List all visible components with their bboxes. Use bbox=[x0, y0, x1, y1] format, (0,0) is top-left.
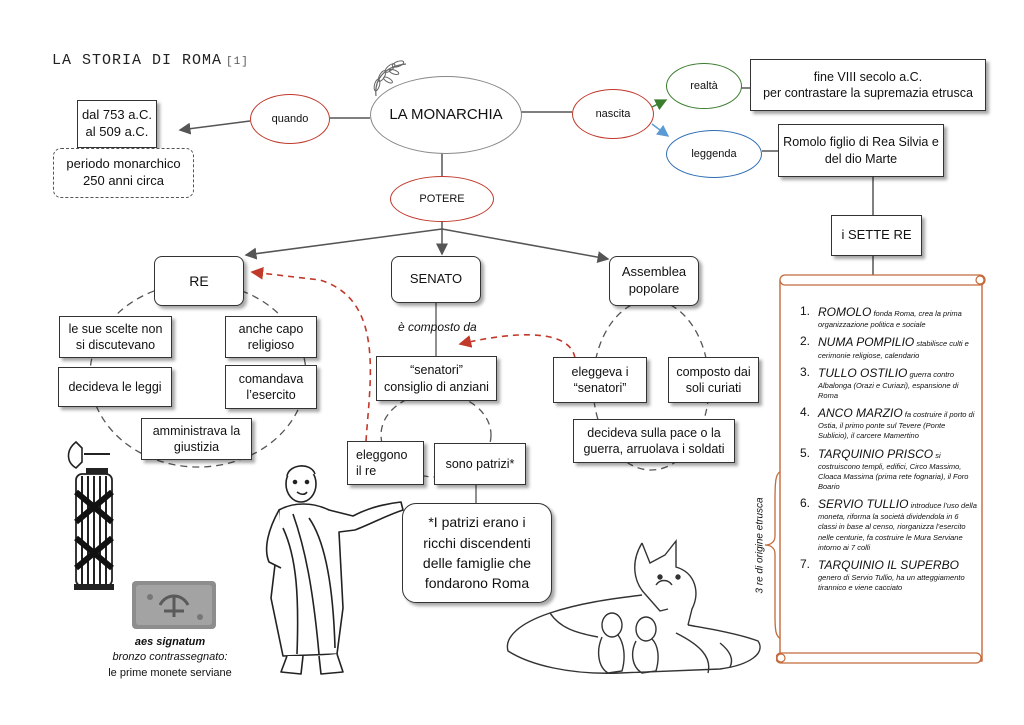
leggenda-box: Romolo figlio di Rea Silvia e del dio Ma… bbox=[778, 124, 944, 177]
curiati-box: composto dai soli curiati bbox=[668, 357, 759, 403]
assemblea-box: Assemblea popolare bbox=[609, 256, 699, 306]
king-text: TULLO OSTILIO guerra contro Albalonga (O… bbox=[818, 365, 978, 401]
king-name: TARQUINIO IL SUPERBO bbox=[818, 557, 959, 572]
center-node-monarchia: LA MONARCHIA bbox=[370, 76, 522, 154]
eleggono-box: eleggono il re bbox=[347, 441, 424, 485]
aes-signatum-image bbox=[132, 581, 216, 629]
king-description: si costruiscono templi, edifici, Circo M… bbox=[818, 450, 969, 491]
king-name: TARQUINIO PRISCO bbox=[818, 446, 934, 461]
sette-re-box: i SETTE RE bbox=[831, 215, 922, 256]
oval-quando: quando bbox=[250, 94, 330, 144]
king-text: ANCO MARZIO fa costruire il porto di Ost… bbox=[818, 405, 978, 441]
re-scelte-box: le sue scelte non si discutevano bbox=[59, 316, 172, 358]
king-text: TARQUINIO IL SUPERBO genero di Servio Tu… bbox=[818, 557, 978, 593]
king-description: genero di Servio Tullio, ha un atteggiam… bbox=[818, 572, 965, 593]
king-text: ROMOLO fonda Roma, crea la prima organiz… bbox=[818, 304, 978, 330]
scroll-frame bbox=[776, 274, 986, 664]
king-description: guerra contro Albalonga (Orazi e Curiazi… bbox=[818, 369, 959, 400]
oval-nascita: nascita bbox=[572, 89, 654, 139]
page-title: LA STORIA DI ROMA[1] bbox=[52, 52, 249, 69]
king-description: stabilisce culti e cerimonie religiose, … bbox=[818, 339, 969, 360]
oval-potere: POTERE bbox=[390, 176, 494, 222]
re-box: RE bbox=[154, 256, 244, 306]
king-item: 2. NUMA POMPILIO stabilisce culti e cerim… bbox=[800, 334, 978, 360]
periodo-box: periodo monarchico 250 anni circa bbox=[53, 148, 194, 198]
kings-list: 1. ROMOLO fonda Roma, crea la prima organ… bbox=[800, 304, 978, 597]
king-item: 3. TULLO OSTILIO guerra contro Albalonga … bbox=[800, 365, 978, 401]
king-name: ROMOLO bbox=[818, 305, 872, 319]
king-item: 1. ROMOLO fonda Roma, crea la prima organ… bbox=[800, 304, 978, 330]
king-description: introduce l’uso della moneta, riforma la… bbox=[818, 501, 977, 552]
king-name: NUMA POMPILIO bbox=[818, 335, 915, 350]
re-religioso-box: anche capo religioso bbox=[225, 316, 317, 358]
king-number: 7. bbox=[800, 556, 811, 571]
composto-label: è composto da bbox=[398, 320, 477, 334]
king-description: fonda Roma, crea la prima organizzazione… bbox=[818, 309, 962, 330]
patrizi-note-box: *I patrizi erano i ricchi discendenti de… bbox=[402, 503, 552, 603]
king-name: SERVIO TULLIO bbox=[818, 497, 909, 512]
king-number: 2. bbox=[800, 334, 811, 349]
fasces-icon bbox=[67, 440, 114, 590]
king-name: TULLO OSTILIO bbox=[818, 365, 908, 380]
king-name: ANCO MARZIO bbox=[818, 406, 903, 421]
aes-caption: aes signatum bronzo contrassegnato: le p… bbox=[100, 635, 240, 681]
oval-realta: realtà bbox=[666, 63, 742, 109]
aes-line1: bronzo contrassegnato: bbox=[112, 651, 228, 664]
realta-box: fine VIII secolo a.C. per contrastare la… bbox=[750, 59, 986, 111]
aes-line2: le prime monete serviane bbox=[108, 666, 232, 679]
oval-leggenda: leggenda bbox=[666, 130, 762, 178]
she-wolf-illustration bbox=[506, 538, 761, 674]
king-number: 3. bbox=[800, 364, 811, 379]
king-item: 7. TARQUINIO IL SUPERBO genero di Servio … bbox=[800, 557, 978, 593]
king-number: 6. bbox=[800, 496, 811, 511]
king-number: 5. bbox=[800, 445, 811, 460]
patrizi-box: sono patrizi* bbox=[434, 443, 526, 485]
king-text: SERVIO TULLIO introduce l’uso della mone… bbox=[818, 496, 978, 553]
etrusca-label: 3 re di origine etrusca bbox=[754, 497, 766, 594]
king-text: TARQUINIO PRISCO si costruiscono templi,… bbox=[818, 446, 978, 493]
roman-senator-illustration bbox=[265, 465, 404, 675]
king-item: 5. TARQUINIO PRISCO si costruiscono templ… bbox=[800, 446, 978, 493]
king-description: fa costruire il porto di Ostia, il primo… bbox=[818, 410, 975, 441]
senato-box: SENATO bbox=[391, 256, 481, 303]
senatori-box: “senatori” consiglio di anziani bbox=[376, 356, 497, 401]
re-esercito-box: comandava l’esercito bbox=[225, 365, 317, 409]
dates-box: dal 753 a.C. al 509 a.C. bbox=[77, 100, 157, 148]
king-item: 4. ANCO MARZIO fa costruire il porto di O… bbox=[800, 405, 978, 441]
king-number: 4. bbox=[800, 405, 811, 420]
eleggeva-box: eleggeva i “senatori” bbox=[553, 357, 647, 403]
king-text: NUMA POMPILIO stabilisce culti e cerimon… bbox=[818, 334, 978, 360]
pace-guerra-box: decideva sulla pace o la guerra, arruola… bbox=[573, 419, 735, 463]
aes-title: aes signatum bbox=[134, 636, 206, 648]
king-item: 6. SERVIO TULLIO introduce l’uso della mo… bbox=[800, 496, 978, 553]
laurel-wreath-icon bbox=[373, 60, 407, 97]
re-giustizia-box: amministrava la giustizia bbox=[141, 418, 252, 460]
king-number: 1. bbox=[800, 304, 811, 318]
re-leggi-box: decideva le leggi bbox=[58, 367, 172, 407]
